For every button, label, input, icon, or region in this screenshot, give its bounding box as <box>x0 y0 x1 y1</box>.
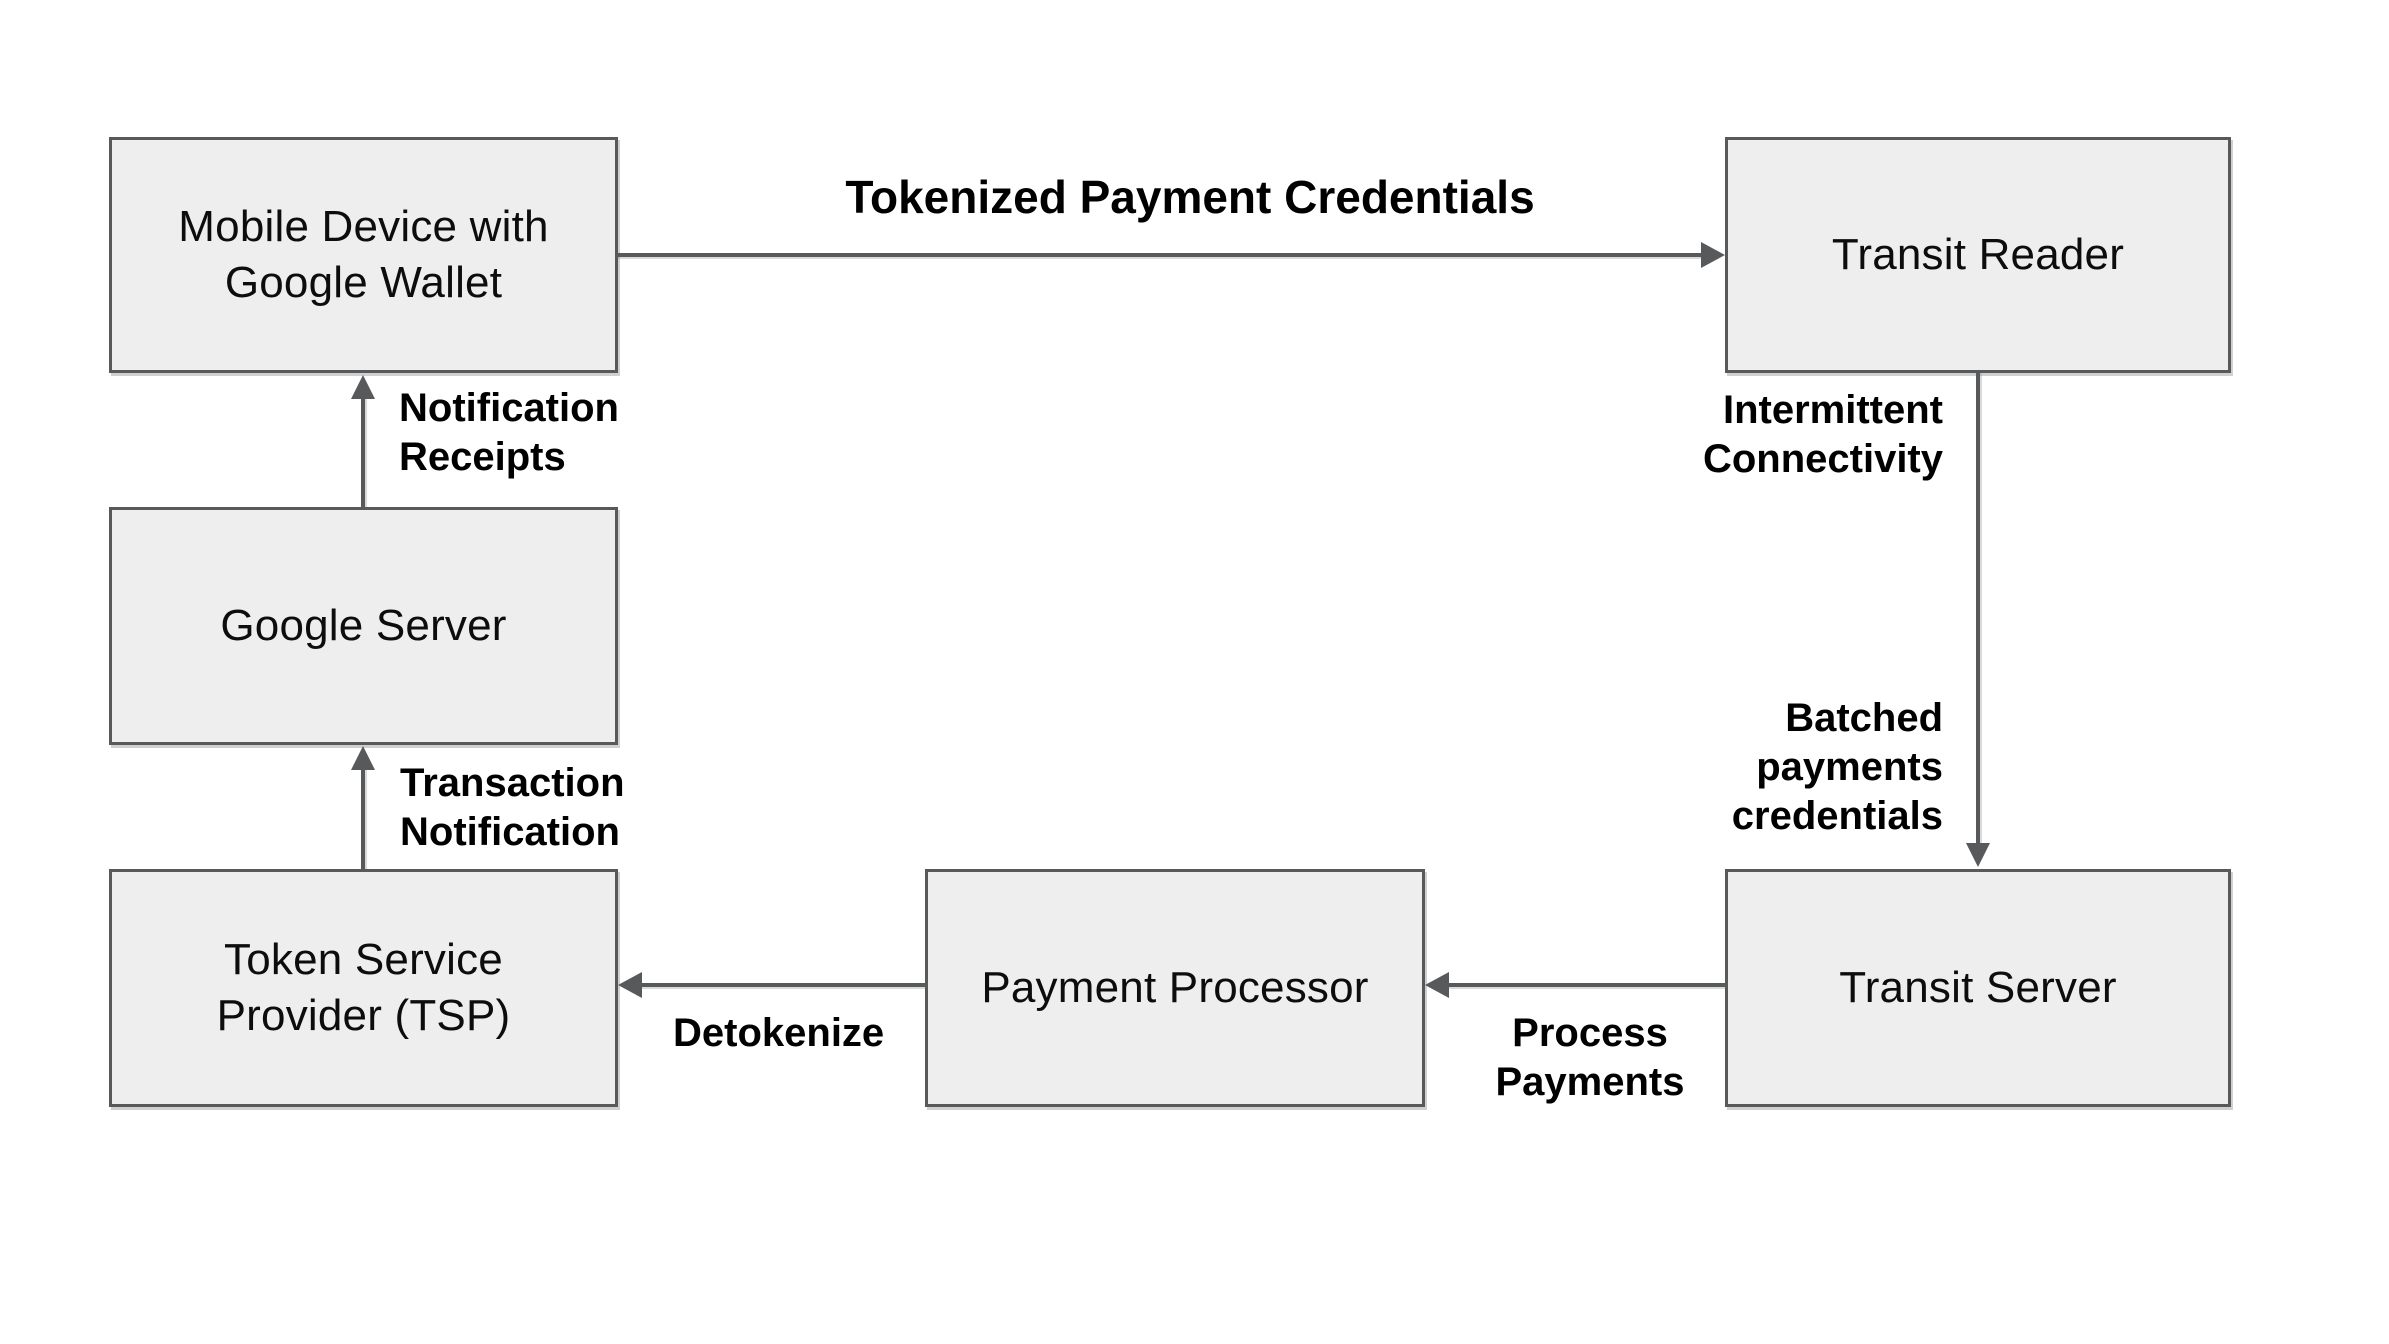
edge-label-line: Tokenized Payment Credentials <box>845 171 1535 223</box>
edge-label-line: Process <box>1512 1011 1668 1055</box>
edge-label-notification-receipts: Notification Receipts <box>399 384 619 482</box>
edge-label-process-payments: Process Payments <box>1390 1009 1790 1107</box>
edge-line-transaction-notification <box>361 767 365 869</box>
node-label: Mobile Device with Google Wallet <box>178 199 548 311</box>
edge-label-intermittent-connectivity: Intermittent Connectivity <box>1703 386 1943 484</box>
node-payment-processor: Payment Processor <box>925 869 1425 1107</box>
node-label-line: Google Server <box>220 601 507 650</box>
edge-label-line: Payments <box>1495 1060 1685 1104</box>
edge-label-line: credentials <box>1731 794 1943 838</box>
node-transit-server: Transit Server <box>1725 869 2231 1107</box>
node-label: Token Service Provider (TSP) <box>217 932 511 1044</box>
arrowhead-up-icon <box>351 746 375 770</box>
node-mobile-device-google-wallet: Mobile Device with Google Wallet <box>109 137 618 373</box>
node-google-server: Google Server <box>109 507 618 745</box>
arrowhead-down-icon <box>1966 843 1990 867</box>
arrowhead-up-icon <box>351 375 375 399</box>
edge-label-batched-payments-credentials: Batched payments credentials <box>1732 694 1943 841</box>
arrowhead-left-icon <box>1425 972 1449 998</box>
edge-line-detokenize <box>640 983 925 987</box>
node-label-line: Payment Processor <box>981 963 1369 1012</box>
node-transit-reader: Transit Reader <box>1725 137 2231 373</box>
edge-line-process-payments <box>1447 983 1725 987</box>
edge-label-line: Connectivity <box>1702 437 1943 481</box>
node-label: Google Server <box>220 598 506 654</box>
edge-line-tokenized-credentials <box>618 253 1705 257</box>
node-label-line: Google Wallet <box>224 258 503 307</box>
edge-label-line: Detokenize <box>673 1011 885 1055</box>
edge-label-line: Intermittent <box>1723 388 1943 432</box>
node-label-line: Provider (TSP) <box>216 991 511 1040</box>
arrowhead-right-icon <box>1701 242 1725 268</box>
node-label: Transit Reader <box>1832 227 2124 283</box>
node-label-line: Transit Server <box>1839 963 2117 1012</box>
edge-label-line: Notification <box>399 386 619 430</box>
edge-label-line: payments <box>1756 745 1943 789</box>
node-token-service-provider: Token Service Provider (TSP) <box>109 869 618 1107</box>
edge-label-tokenized-payment-credentials: Tokenized Payment Credentials <box>740 171 1640 223</box>
edge-line-reader-to-transit-server <box>1976 373 1980 845</box>
node-label: Transit Server <box>1839 960 2116 1016</box>
edge-label-line: Batched <box>1785 696 1943 740</box>
edge-line-notification-receipts <box>361 395 365 507</box>
edge-label-detokenize: Detokenize <box>673 1009 884 1058</box>
node-label: Payment Processor <box>981 960 1368 1016</box>
arrowhead-left-icon <box>618 972 642 998</box>
node-label-line: Mobile Device with <box>178 202 549 251</box>
node-label-line: Token Service <box>224 935 503 984</box>
edge-label-line: Transaction <box>400 761 625 805</box>
edge-label-line: Notification <box>400 810 620 854</box>
node-label-line: Transit Reader <box>1831 230 2125 279</box>
edge-label-line: Receipts <box>399 435 566 479</box>
edge-label-transaction-notification: Transaction Notification <box>400 759 625 857</box>
